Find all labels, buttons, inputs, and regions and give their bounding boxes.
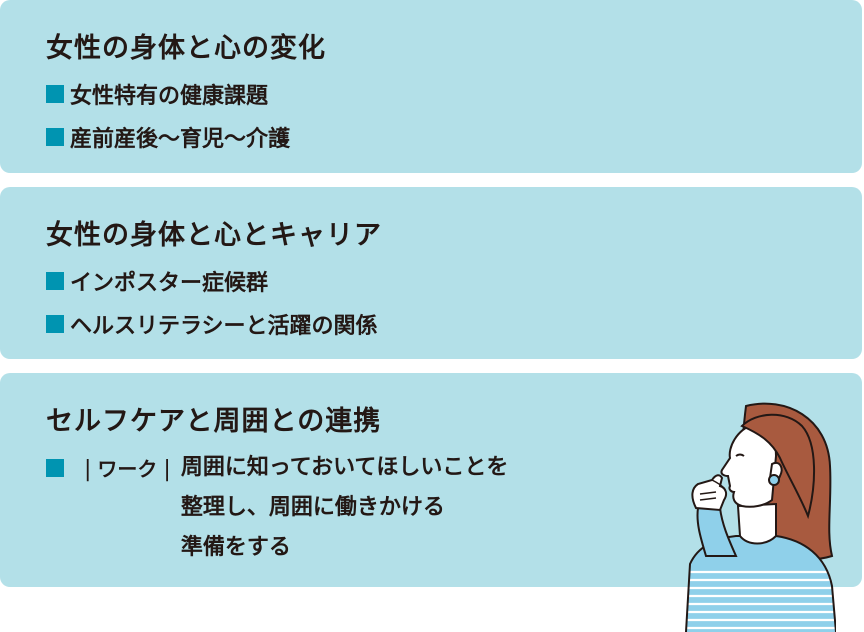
work-line: 準備をする — [180, 535, 291, 560]
topic-card-body-mind-changes: 女性の身体と心の変化 女性特有の健康課題 産前産後〜育児〜介護 — [0, 0, 862, 173]
list-item-label: インポスター症候群 — [70, 271, 269, 296]
arm — [696, 507, 738, 557]
work-tag-label: ワーク — [97, 457, 158, 481]
neck — [736, 502, 777, 545]
list-item: 女性特有の健康課題 — [46, 78, 268, 110]
list-item: 産前産後〜育児〜介護 — [46, 121, 290, 153]
list-item-label: 女性特有の健康課題 — [70, 84, 269, 109]
square-bullet-icon — [46, 315, 64, 333]
work-item: |ワーク| 周囲に知っておいてほしいことを 整理し、周囲に働きかける 準備をする — [46, 453, 508, 573]
work-line: 整理し、周囲に働きかける — [180, 495, 445, 520]
card-title: セルフケアと周囲との連携 — [46, 406, 382, 437]
square-bullet-icon — [46, 85, 64, 103]
card-title: 女性の身体と心の変化 — [46, 33, 326, 64]
earring-icon — [768, 474, 780, 486]
square-bullet-icon — [46, 459, 64, 477]
work-description: 周囲に知っておいてほしいことを 整理し、周囲に働きかける 準備をする — [181, 453, 509, 573]
hair-front — [740, 413, 815, 520]
work-line: 周囲に知っておいてほしいことを — [180, 455, 509, 480]
list-item-label: 産前産後〜育児〜介護 — [70, 127, 291, 152]
thinking-woman-illustration — [685, 402, 836, 632]
card-title: 女性の身体と心とキャリア — [46, 220, 382, 251]
square-bullet-icon — [46, 272, 64, 290]
list-item: インポスター症候群 — [46, 265, 268, 297]
list-item-label: ヘルスリテラシーと活躍の関係 — [70, 314, 378, 339]
work-tag: |ワーク| — [84, 457, 171, 482]
list-item: ヘルスリテラシーと活躍の関係 — [46, 308, 378, 340]
square-bullet-icon — [46, 128, 64, 146]
topic-card-body-mind-career: 女性の身体と心とキャリア インポスター症候群 ヘルスリテラシーと活躍の関係 — [0, 187, 862, 359]
